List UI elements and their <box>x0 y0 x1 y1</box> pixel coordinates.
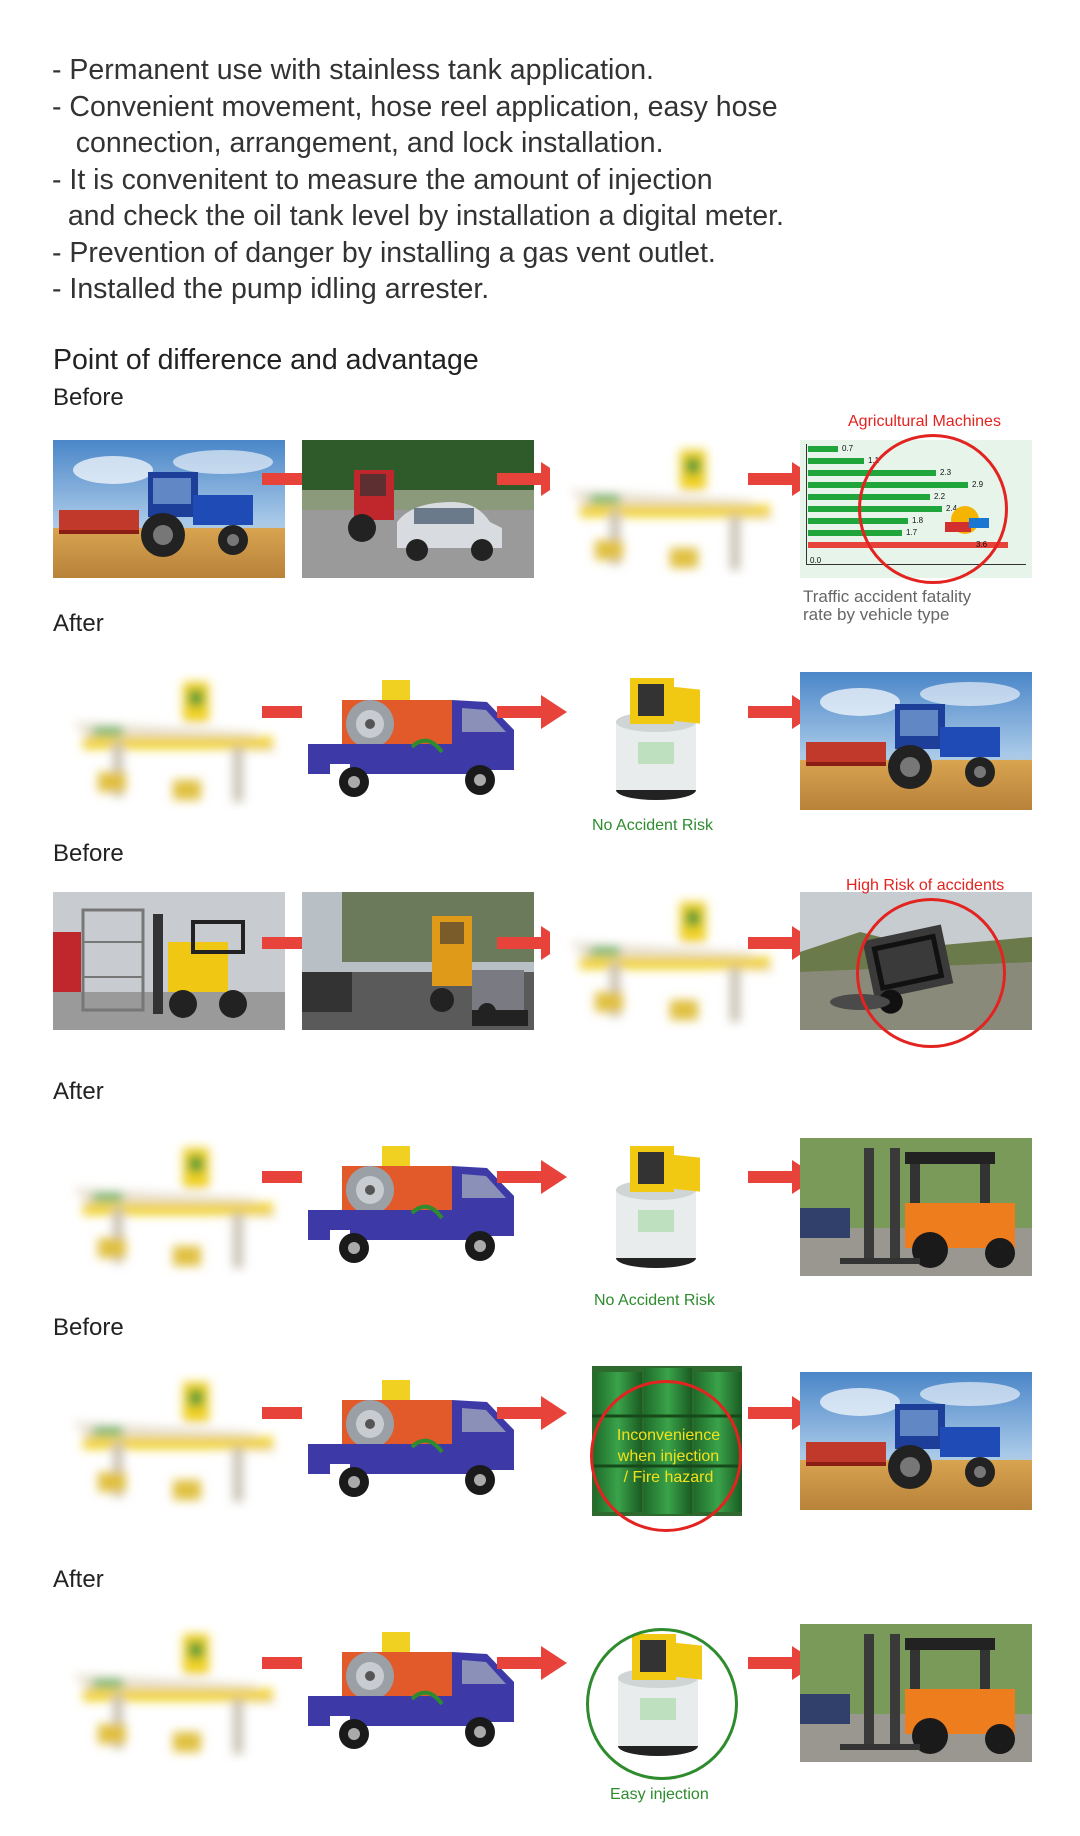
feature-item: - Prevention of danger by installing a g… <box>52 236 716 269</box>
forklift-road-photo <box>302 892 534 1030</box>
caption-agricultural-machines: Agricultural Machines <box>848 413 1001 430</box>
feature-item: - Permanent use with stainless tank appl… <box>52 54 654 86</box>
feature-item: - It is convenitent to measure the amoun… <box>52 163 713 196</box>
bar <box>808 446 838 452</box>
caption-easy-injection: Easy injection <box>610 1786 709 1803</box>
tractor-photo <box>800 672 1032 810</box>
fuel-truck-photo <box>302 1624 534 1762</box>
feature-item: - Convenient movement, hose reel applica… <box>52 90 778 123</box>
feature-item: - Installed the pump idling arrester. <box>52 273 490 305</box>
bar <box>808 530 902 536</box>
highlight-circle <box>858 434 1008 584</box>
forklift-photo <box>800 1138 1032 1276</box>
label-after-3: After <box>53 1566 104 1593</box>
highlight-circle <box>586 1628 738 1780</box>
bar-value: 0.7 <box>842 444 854 453</box>
label-before-1: Before <box>53 384 124 411</box>
caption-inconvenience-line: when injection <box>617 1448 720 1465</box>
caption-fatality-2: rate by vehicle type <box>803 605 950 624</box>
caption-high-risk: High Risk of accidents <box>846 877 1005 894</box>
arrow-right-icon <box>497 1396 567 1430</box>
feature-item: and check the oil tank level by installa… <box>52 200 784 232</box>
highlight-circle <box>856 898 1006 1048</box>
caption-inconvenience-line: Inconvenience <box>616 1427 721 1444</box>
caption-inconvenience: Inconvenience when injection / Fire haza… <box>606 1425 731 1488</box>
bar-value: 1.1 <box>868 456 880 465</box>
label-before-2: Before <box>53 840 124 867</box>
caption-inconvenience-line: / Fire hazard <box>623 1469 714 1486</box>
fuel-truck-photo <box>302 1372 534 1510</box>
bar <box>808 458 864 464</box>
feature-list: - Permanent use with stainless tank appl… <box>52 52 1052 308</box>
arrow-right-icon <box>497 695 567 729</box>
section-title: Point of difference and advantage <box>53 344 479 376</box>
label-before-3: Before <box>53 1314 124 1341</box>
gas-station-photo <box>53 1624 285 1762</box>
gas-station-photo <box>53 672 285 810</box>
gas-station-photo <box>550 892 782 1030</box>
label-after-2: After <box>53 1078 104 1105</box>
arrow-right-icon <box>497 1646 567 1680</box>
highlight-circle <box>590 1380 742 1532</box>
arrow-right-icon <box>497 1160 567 1194</box>
bar-value: 0.0 <box>810 556 822 565</box>
axis-line <box>806 444 807 564</box>
road-tractor-photo <box>302 440 534 578</box>
fuel-truck-photo <box>302 1138 534 1276</box>
forklift-yard-photo <box>53 892 285 1030</box>
caption-no-accident-risk: No Accident Risk <box>594 1292 715 1309</box>
label-after-1: After <box>53 610 104 637</box>
gas-station-photo <box>53 1138 285 1276</box>
gas-station-photo <box>550 440 782 578</box>
feature-item: connection, arrangement, and lock instal… <box>52 127 664 159</box>
caption-fatality-1: Traffic accident fatality <box>803 587 972 606</box>
fuel-truck-photo <box>302 672 534 810</box>
forklift-photo <box>800 1624 1032 1762</box>
gas-station-photo <box>53 1372 285 1510</box>
caption-no-accident-risk: No Accident Risk <box>592 817 713 834</box>
fuel-dispenser-photo <box>608 672 704 804</box>
tractor-photo <box>53 440 285 578</box>
tractor-photo <box>800 1372 1032 1510</box>
fuel-dispenser-photo <box>608 1140 704 1272</box>
